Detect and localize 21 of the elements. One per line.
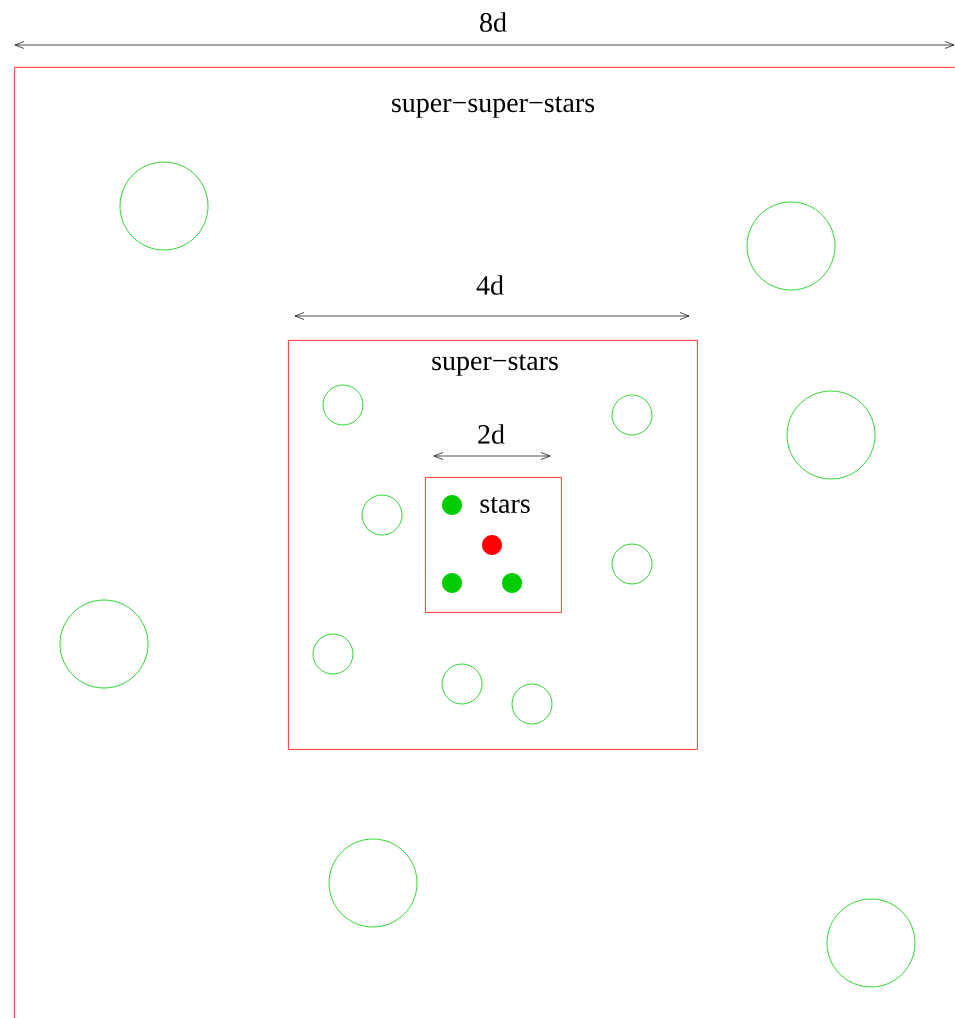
dot xyxy=(482,535,502,555)
dot xyxy=(502,573,522,593)
circle xyxy=(826,898,916,988)
circle xyxy=(322,384,364,426)
circle xyxy=(441,663,483,705)
dimension-label: 4d xyxy=(476,275,504,295)
circle xyxy=(786,390,876,480)
circle xyxy=(511,683,553,725)
dimension-label: 2d xyxy=(478,424,505,444)
box: stars xyxy=(425,477,562,613)
circle xyxy=(361,494,403,536)
dot xyxy=(442,573,462,593)
circle xyxy=(328,838,418,928)
circle xyxy=(119,161,209,251)
circle xyxy=(611,543,653,585)
circle xyxy=(611,394,653,436)
circle xyxy=(59,599,149,689)
dimension-label: 8d xyxy=(480,12,507,32)
circle xyxy=(746,201,836,291)
dot xyxy=(442,495,462,515)
circle xyxy=(312,633,354,675)
